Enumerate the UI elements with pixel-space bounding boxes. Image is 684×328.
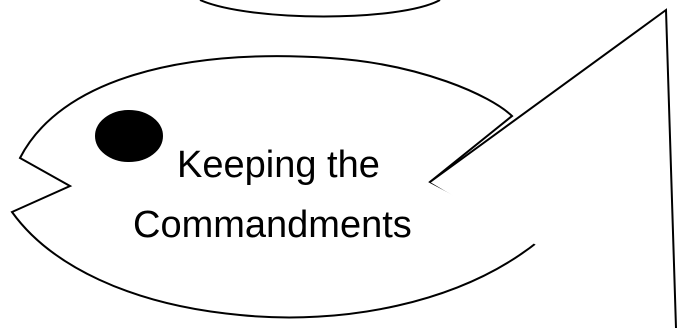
fish-eye bbox=[96, 111, 162, 161]
fish-label-line1: Keeping the bbox=[177, 144, 380, 186]
fish-label-line2: Commandments bbox=[133, 204, 412, 246]
upper-fish-body-fragment bbox=[200, 0, 440, 17]
